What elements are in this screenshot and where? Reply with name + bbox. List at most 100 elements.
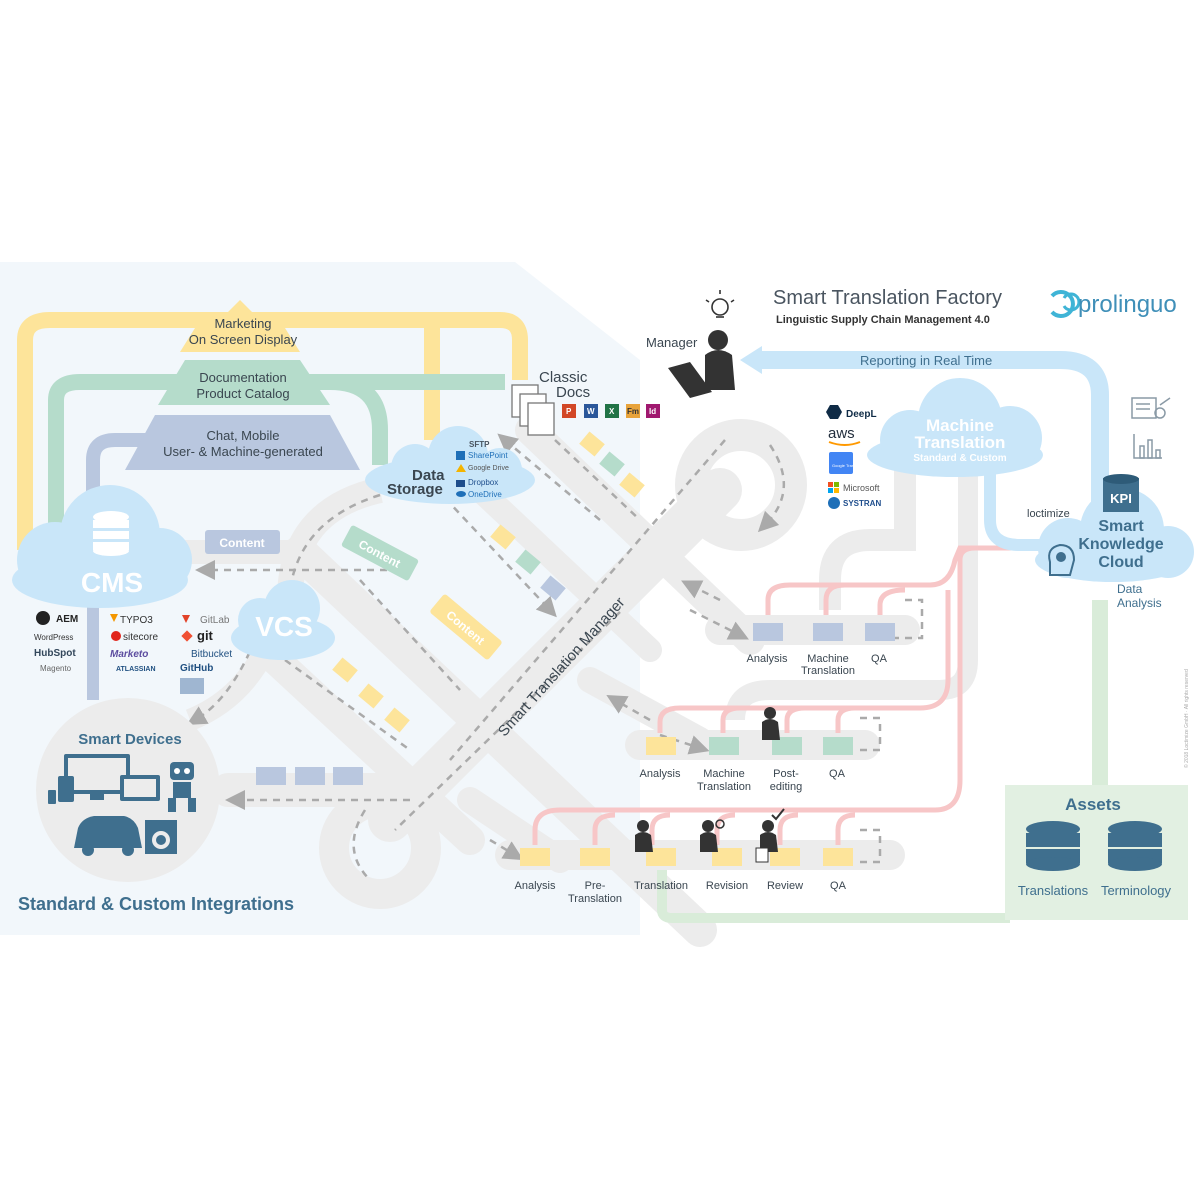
- page-title: Smart Translation Factory: [773, 287, 1002, 309]
- engine-google: Google Translate: [832, 463, 863, 468]
- pyramid-top-band: [180, 320, 300, 352]
- workflow-3-step: [646, 848, 676, 866]
- cms-aem: AEM: [56, 614, 78, 625]
- cms-systems-left: AEM WordPress HubSpot Magento: [34, 611, 78, 673]
- reporting-label: Reporting in Real Time: [860, 353, 992, 368]
- wf3-pre-2: Translation: [568, 893, 622, 905]
- cms-label: CMS: [81, 567, 143, 598]
- machine-translation-cloud: [867, 378, 1043, 477]
- mt-subtitle: Standard & Custom: [913, 453, 1006, 464]
- wf2-mt-1: Machine: [703, 768, 745, 780]
- workflow-2-step: [823, 737, 853, 755]
- manager-icon: [668, 330, 735, 398]
- wf2-analysis: Analysis: [640, 768, 681, 780]
- assets-translations: Translations: [1018, 883, 1089, 898]
- washing-machine-icon: [145, 820, 177, 854]
- wf3-translation: Translation: [634, 880, 688, 892]
- pyramid-bottom-line2: User- & Machine-generated: [163, 444, 323, 459]
- documents-icon: [511, 384, 555, 436]
- vcs-cloud: [231, 580, 335, 660]
- knowledge-title-1: Smart: [1098, 518, 1144, 535]
- pyramid-bottom-line1: Chat, Mobile: [207, 428, 280, 443]
- workflow-3: Analysis Pre- Translation Translation Re…: [515, 808, 853, 905]
- reviser-icon: [700, 819, 725, 852]
- cms-cloud: [12, 485, 192, 608]
- dashed-lanes: [186, 433, 924, 881]
- wf2-mt-2: Translation: [697, 781, 751, 793]
- assets-terminology: Terminology: [1101, 883, 1172, 898]
- mt-engines: DeepL aws Google Translate Microsoft SYS…: [826, 405, 881, 509]
- cms-hubspot: HubSpot: [34, 648, 76, 659]
- reporting-path: [760, 351, 1109, 540]
- pyramid-middle-line1: Documentation: [199, 370, 286, 385]
- road-to-mt: [819, 460, 916, 610]
- database-icon: [93, 511, 129, 556]
- page-subtitle: Linguistic Supply Chain Management 4.0: [776, 314, 990, 326]
- lightbulb-icon: [705, 290, 735, 318]
- format-indesign-icon: Id: [649, 407, 656, 416]
- translations-database-icon: [1026, 821, 1080, 871]
- loop-top: [675, 419, 807, 551]
- content-tag-1-label: Content: [219, 536, 264, 550]
- workflow-2-step: [772, 737, 802, 755]
- report-analytics-icon: [1131, 397, 1171, 419]
- workflow-1-step: [753, 623, 783, 641]
- cms-magento: Magento: [40, 664, 72, 673]
- post-editor-icon: [762, 707, 780, 740]
- storage-dropbox: Dropbox: [468, 478, 498, 487]
- storage-google-drive: Google Drive: [468, 465, 509, 472]
- data-analysis-1: Data: [1117, 582, 1143, 596]
- assets-title: Assets: [1065, 795, 1121, 814]
- vcs-gitlab: GitLab: [200, 615, 230, 626]
- workflow-3-step: [520, 848, 550, 866]
- wf1-mt-1: Machine: [807, 653, 849, 665]
- wf3-revision: Revision: [706, 880, 748, 892]
- loctimize-label: loctimize: [1027, 508, 1070, 520]
- data-storage-cloud: [365, 426, 535, 504]
- manager-label: Manager: [646, 335, 698, 350]
- pyramid-top-line2: On Screen Display: [189, 332, 298, 347]
- knowledge-link-arcs: [532, 545, 1050, 845]
- vcs-systems: GitLab git Bitbucket GitHub: [180, 615, 232, 694]
- content-packets: [256, 431, 645, 785]
- engine-systran: SYSTRAN: [843, 499, 881, 508]
- storage-onedrive: OneDrive: [468, 490, 502, 499]
- wf3-qa: QA: [830, 880, 847, 892]
- knowledge-title-3: Cloud: [1098, 554, 1143, 571]
- wf3-pre-1: Pre-: [585, 880, 606, 892]
- wf1-qa: QA: [871, 653, 888, 665]
- car-icon: [74, 816, 142, 856]
- wf2-pe-1: Post-: [773, 768, 799, 780]
- classic-docs-label-2: Docs: [556, 384, 590, 401]
- smart-devices-label: Smart Devices: [78, 731, 181, 748]
- vcs-label: VCS: [255, 611, 313, 642]
- workflow-2-step: [646, 737, 676, 755]
- cms-typo3: TYPO3: [120, 615, 153, 626]
- cms-systems-right: TYPO3 sitecore Marketo ATLASSIAN: [110, 614, 158, 673]
- data-analysis-2: Analysis: [1117, 596, 1162, 610]
- mt-title-2: Translation: [915, 433, 1006, 452]
- format-word-icon: W: [587, 407, 595, 416]
- office-format-icons: P W X Fm Id: [562, 404, 660, 418]
- content-tag-3: [430, 594, 502, 660]
- content-tag-1: [205, 530, 280, 554]
- format-excel-icon: X: [609, 407, 615, 416]
- classic-docs-label-1: Classic: [539, 369, 588, 386]
- vcs-github: GitHub: [180, 663, 213, 674]
- cms-sitecore: sitecore: [123, 632, 158, 643]
- documentation-to-storage-arc: [329, 374, 388, 465]
- workflow-1: Analysis Machine Translation QA: [747, 623, 895, 677]
- data-storage-label-1: Data: [412, 467, 445, 484]
- chat-flow-arc: [86, 433, 160, 510]
- workflow-3-step: [712, 848, 742, 866]
- pyramid-bottom: [125, 415, 360, 470]
- translator-icon: [635, 820, 653, 852]
- bar-chart-icon: [1133, 434, 1162, 459]
- engine-deepl: DeepL: [846, 409, 877, 420]
- loop-bottom: [319, 787, 441, 909]
- wf1-analysis: Analysis: [747, 653, 788, 665]
- content-tag-2: [341, 525, 419, 581]
- wf3-analysis: Analysis: [515, 880, 556, 892]
- documentation-flow-arc: [48, 374, 505, 530]
- cms-marketo: Marketo: [110, 649, 148, 660]
